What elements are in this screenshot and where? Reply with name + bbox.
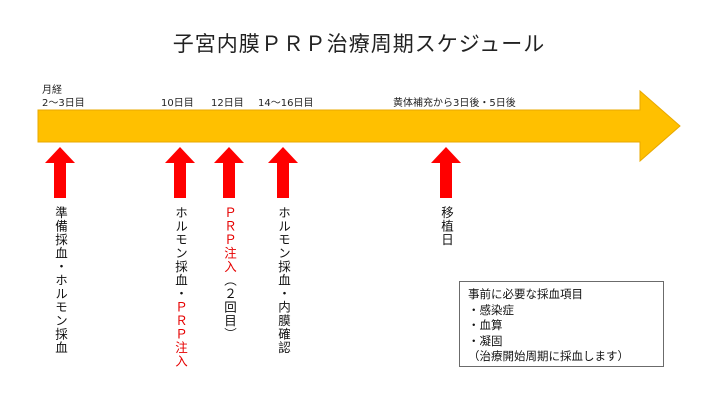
note-item-remark: （治療開始周期に採血します） (468, 349, 629, 363)
note-item-blood-count: ・血算 (468, 318, 503, 332)
step-text-2: ホルモン採血・ＰＲＰ注入 (173, 206, 188, 369)
marker-arrow-3 (214, 147, 244, 198)
marker-arrow-5 (431, 147, 461, 198)
step-text-2-part2: ＰＲＰ注入 (173, 300, 188, 369)
marker-arrow-1 (45, 147, 75, 198)
milestone-label-5: 黄体補充から3日後・5日後 (393, 98, 516, 109)
page-title: 子宮内膜ＰＲＰ治療周期スケジュール (172, 32, 546, 56)
marker-arrow-2 (165, 147, 195, 198)
timeline-arrow (37, 89, 681, 163)
milestone-label-4: 14～16日目 (258, 98, 314, 109)
step-text-3-part1: ＰＲＰ注入 (222, 206, 237, 274)
step-text-3: ＰＲＰ注入（２回目） (222, 206, 237, 342)
milestone-label-2: 10日目 (161, 98, 194, 109)
note-heading: 事前に必要な採血項目 (468, 287, 583, 301)
step-text-4: ホルモン採血・内膜確認 (276, 206, 291, 355)
marker-arrow-4 (268, 147, 298, 198)
milestone-label-1-line1: 月経 (42, 85, 62, 96)
note-item-infection: ・感染症 (468, 302, 514, 317)
milestone-label-3: 12日目 (211, 98, 244, 109)
step-text-5: 移植日 (439, 206, 454, 247)
note-box: 事前に必要な採血項目 ・感染症 ・血算 ・凝固 （治療開始周期に採血します） (459, 281, 664, 367)
step-text-1: 準備採血・ホルモン採血 (53, 206, 68, 355)
step-text-2-part1: ホルモン採血・ (173, 206, 188, 301)
note-item-coagulation: ・凝固 (468, 333, 503, 348)
step-text-3-part2: （２回目） (222, 273, 237, 342)
milestone-label-1-line2: 2～3日目 (42, 98, 85, 109)
